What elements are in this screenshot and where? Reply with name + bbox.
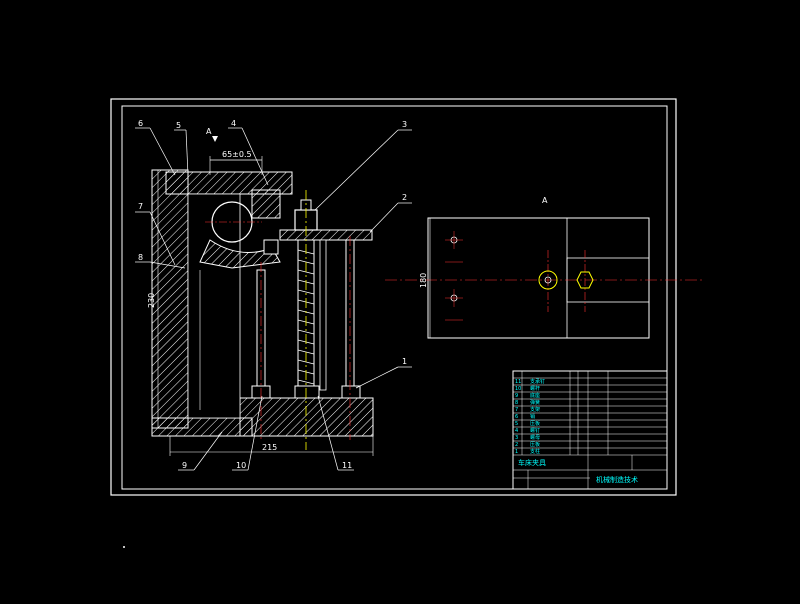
part-label-3: 3 bbox=[402, 120, 407, 129]
dim-top-width: 65±0.5 bbox=[222, 150, 252, 159]
drawing-title: 机械制造技术 bbox=[596, 475, 638, 484]
support-column-mid bbox=[319, 239, 327, 391]
view-a-hex-nut bbox=[576, 271, 594, 289]
column-base-right bbox=[341, 385, 361, 399]
part-label-10: 10 bbox=[236, 461, 246, 470]
part-label-5: 5 bbox=[176, 121, 181, 130]
view-a: A 180 bbox=[385, 196, 705, 339]
tb-row-no-11: 1 bbox=[515, 449, 518, 455]
leader-lines bbox=[135, 127, 412, 471]
tb-row-name-9: 螺母 bbox=[530, 434, 540, 441]
dim-base-width: 215 bbox=[262, 443, 277, 452]
title-block-rows: 11 支承钉 10 螺杆 9 底座 8 弹簧 7 支架 6 销 5 压板 4 螺… bbox=[515, 378, 545, 455]
view-a-title: A bbox=[542, 196, 548, 205]
dim-height: 230 bbox=[147, 293, 156, 308]
view-a-dim-height: 180 bbox=[419, 273, 428, 288]
tb-row-name-3: 底座 bbox=[530, 392, 540, 399]
tb-row-name-7: 压板 bbox=[530, 420, 540, 427]
part-label-9: 9 bbox=[182, 461, 187, 470]
tb-row-no-8: 4 bbox=[515, 428, 518, 434]
part-label-8: 8 bbox=[138, 253, 143, 262]
tb-row-no-5: 7 bbox=[515, 407, 518, 413]
title-block-frame bbox=[512, 370, 668, 490]
tb-row-name-10: 压板 bbox=[530, 441, 540, 448]
column-base-mid bbox=[294, 385, 320, 399]
title-block-grid bbox=[513, 371, 667, 489]
base-plate bbox=[239, 397, 374, 437]
tb-row-no-10: 2 bbox=[515, 442, 518, 448]
outer-border bbox=[110, 98, 677, 496]
tb-row-name-8: 螺钉 bbox=[530, 427, 540, 434]
view-a-hole bbox=[538, 270, 558, 290]
view-a-hole-centers bbox=[445, 231, 463, 321]
tb-row-name-2: 螺杆 bbox=[530, 385, 540, 392]
part-label-1: 1 bbox=[402, 357, 407, 366]
part-label-7: 7 bbox=[138, 202, 143, 211]
front-section-view: 65±0.5 230 215 A 6 5 4 bbox=[135, 119, 412, 471]
tb-row-no-7: 5 bbox=[515, 421, 518, 427]
part-label-11: 11 bbox=[342, 461, 352, 470]
fixture-name: 车床夹具 bbox=[518, 458, 546, 467]
left-wall bbox=[151, 169, 189, 429]
part-label-2: 2 bbox=[402, 193, 407, 202]
top-plate-lug bbox=[251, 189, 281, 219]
tb-row-no-9: 3 bbox=[515, 435, 518, 441]
inner-cavity bbox=[187, 193, 241, 419]
part-label-4: 4 bbox=[231, 119, 236, 128]
base-foot bbox=[151, 417, 253, 437]
tb-row-no-1: 11 bbox=[515, 379, 521, 385]
part-label-6: 6 bbox=[138, 119, 143, 128]
tb-row-name-1: 支承钉 bbox=[530, 378, 545, 385]
view-arrow-label: A bbox=[206, 127, 212, 136]
inner-border bbox=[121, 105, 668, 490]
tb-row-name-4: 弹簧 bbox=[530, 399, 540, 406]
view-a-hole-inner bbox=[544, 276, 552, 284]
stray-mark bbox=[123, 546, 125, 548]
tb-row-name-11: 支柱 bbox=[530, 448, 540, 455]
tb-row-name-5: 支架 bbox=[530, 406, 540, 413]
tb-row-name-6: 销 bbox=[530, 413, 535, 420]
view-arrow bbox=[212, 136, 218, 142]
clamp-plate bbox=[279, 229, 373, 241]
title-block: 11 支承钉 10 螺杆 9 底座 8 弹簧 7 支架 6 销 5 压板 4 螺… bbox=[512, 370, 668, 490]
tb-row-no-4: 8 bbox=[515, 400, 518, 406]
clamp-jaw bbox=[199, 239, 281, 269]
tb-row-no-2: 10 bbox=[515, 386, 521, 392]
tb-row-no-6: 6 bbox=[515, 414, 518, 420]
clamp-block bbox=[263, 239, 279, 255]
tb-row-no-3: 9 bbox=[515, 393, 518, 399]
